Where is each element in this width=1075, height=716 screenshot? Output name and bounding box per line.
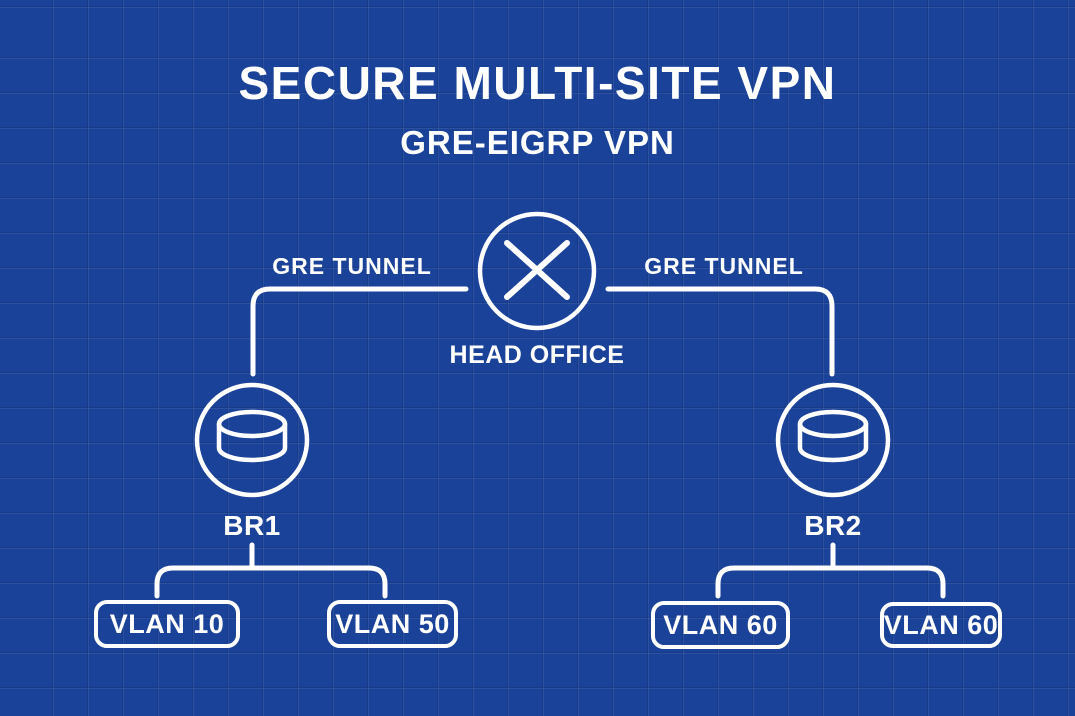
vlan-box: VLAN 60 <box>651 601 790 649</box>
br1-label: BR1 <box>223 510 281 541</box>
disk-cylinder-icon <box>797 409 869 463</box>
vlan-label: VLAN 60 <box>663 609 778 640</box>
br2-label: BR2 <box>804 510 862 541</box>
vlan-label: VLAN 50 <box>335 608 450 639</box>
gre-tunnel-label-right: GRE TUNNEL <box>644 253 804 279</box>
br2-circle <box>775 382 891 498</box>
vlan-label: VLAN 10 <box>109 608 225 639</box>
br1-vlan-branch-line <box>154 565 388 599</box>
vlan-box: VLAN 50 <box>327 600 458 648</box>
head-office-label: HEAD OFFICE <box>449 341 625 369</box>
vlan-label: VLAN 60 <box>883 609 999 640</box>
disk-cylinder-icon <box>216 409 288 463</box>
gre-tunnel-line-left <box>250 286 469 377</box>
head-office-circle <box>477 211 597 331</box>
br2-vlan-branch-line <box>715 565 946 599</box>
x-icon <box>504 240 570 300</box>
gre-tunnel-line-right <box>605 286 835 377</box>
page-subtitle: GRE-EIGRP VPN <box>400 124 675 161</box>
br1-router-icon <box>194 382 310 498</box>
vlan-box: VLAN 60 <box>880 602 1002 648</box>
page-title: SECURE MULTI-SITE VPN <box>238 57 837 109</box>
gre-tunnel-label-left: GRE TUNNEL <box>272 253 432 279</box>
head-office-router-icon <box>477 211 597 331</box>
vlan-box: VLAN 10 <box>94 600 240 648</box>
br1-circle <box>194 382 310 498</box>
br2-router-icon <box>775 382 891 498</box>
